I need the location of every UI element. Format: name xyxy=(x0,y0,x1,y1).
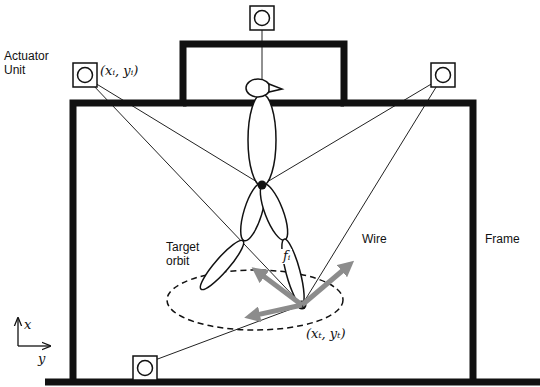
part-label: Target orbit xyxy=(166,241,214,269)
coordinate-label: (xₜ, yₜ) xyxy=(306,327,346,342)
axis-label: x xyxy=(24,318,31,333)
bird-robot xyxy=(196,79,309,307)
wire xyxy=(90,30,438,360)
force-label: fᵢ xyxy=(281,249,292,264)
coordinate-label: (xᵢ, yᵢ) xyxy=(100,64,138,79)
part-label: Wire xyxy=(362,233,387,247)
frame xyxy=(45,44,540,382)
target-orbit xyxy=(167,270,343,330)
actuator-unit xyxy=(73,6,455,380)
force-arrow xyxy=(252,266,348,316)
part-label: Frame xyxy=(485,233,520,247)
hip-joint xyxy=(258,181,267,190)
axis-arrow xyxy=(18,318,50,346)
part-label: Actuator Unit xyxy=(4,50,62,78)
axis-label: y xyxy=(38,352,45,367)
